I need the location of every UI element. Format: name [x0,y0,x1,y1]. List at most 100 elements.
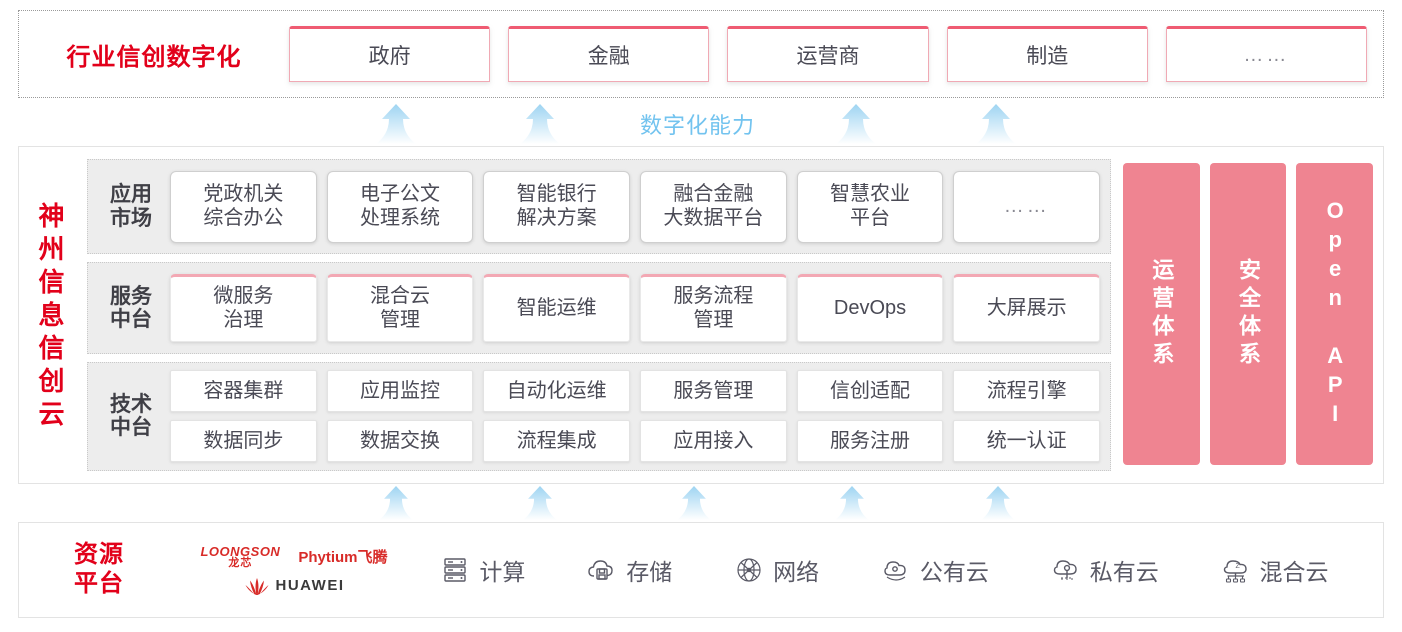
card-line1: 融合金融 [673,183,754,206]
resource-platform: 资源 平台 LOONGSON 龙芯 Phytium飞腾 [18,522,1384,618]
card-line1: 智慧农业 [830,183,911,206]
up-arrow-icon [374,486,418,520]
svg-text:Z: Z [1235,563,1240,570]
side-panel-group: 运营体系 安全体系 Open API [1119,159,1374,471]
resource-item-storage[interactable]: 存储 [586,553,672,587]
side-panel-label: Open API [1322,198,1348,430]
card-line2: 平台 [850,206,891,229]
card-smart-agriculture-platform[interactable]: 智慧农业 平台 [796,170,944,243]
row-service-midend: 服务 中台 微服务 治理 混合云 管理 [87,262,1111,354]
card-app-access[interactable]: 应用接入 [640,420,787,463]
resource-item-label: 网络 [773,559,820,585]
card-app-more[interactable]: …… [953,170,1101,243]
card-line2: 处理系统 [360,206,440,229]
card-smart-bank-solution[interactable]: 智能银行 解决方案 [483,170,631,243]
hybrid-cloud-icon: Z [1220,554,1252,586]
row-label-line1: 技术 [110,392,152,416]
row-tech-midend: 技术 中台 容器集群 应用监控 自动化运维 服务管理 信创适配 流程引擎 数据同… [87,361,1111,472]
resource-item-label: 公有云 [919,559,989,585]
card-line2: 解决方案 [516,206,597,229]
tech-midend-cards: 容器集群 应用监控 自动化运维 服务管理 信创适配 流程引擎 数据同步 数据交换… [170,370,1101,463]
resource-item-label: 混合云 [1259,559,1329,585]
card-app-monitoring[interactable]: 应用监控 [326,370,474,413]
card-data-sync[interactable]: 数据同步 [170,420,317,463]
industry-tab-more[interactable]: …… [1165,26,1368,82]
capability-arrow-band: 数字化能力 [0,100,1402,146]
vendor-row-2: HUAWEI [244,576,345,596]
card-data-exchange[interactable]: 数据交换 [326,420,474,463]
side-panel-operations-system[interactable]: 运营体系 [1123,163,1200,465]
tech-row-1: 容器集群 应用监控 自动化运维 服务管理 信创适配 流程引擎 [170,370,1101,413]
industry-tab-operator[interactable]: 运营商 [727,26,929,82]
card-hybrid-cloud-management[interactable]: 混合云 管理 [326,274,474,343]
card-large-screen-display[interactable]: 大屏展示 [953,274,1101,343]
platform-rows: 应用 市场 党政机关 综合办公 电子公文 处理系统 [87,159,1111,472]
vendor-logo-group: LOONGSON 龙芯 Phytium飞腾 HUAWEI [179,545,409,596]
platform-title-text: 神州信息信创云 [35,201,65,433]
resource-item-network[interactable]: 网络 [733,553,819,587]
card-process-engine[interactable]: 流程引擎 [953,370,1101,413]
card-party-government-office[interactable]: 党政机关 综合办公 [170,170,317,243]
resource-arrow-band [0,486,1402,522]
resource-item-private-cloud[interactable]: 私有云 [1050,553,1159,587]
app-market-cards: 党政机关 综合办公 电子公文 处理系统 智能银行 解决方案 [170,170,1101,243]
platform-container: 神州信息信创云 应用 市场 党政机关 综合办公 [18,146,1384,484]
service-midend-cards: 微服务 治理 混合云 管理 智能运维 服务流程 [170,274,1101,343]
card-container-cluster[interactable]: 容器集群 [170,370,317,413]
card-line1: 服务流程 [673,285,754,308]
card-service-management[interactable]: 服务管理 [640,370,787,413]
resource-item-label: 私有云 [1089,559,1159,585]
card-process-integration[interactable]: 流程集成 [483,420,631,463]
industry-band: 行业信创数字化 政府 金融 运营商 制造 …… [18,10,1384,98]
card-line1: 电子公文 [360,183,440,206]
resource-title-line1: 资源 [74,541,124,569]
industry-tab-finance[interactable]: 金融 [508,26,710,82]
card-line2: 综合办公 [203,206,284,229]
resource-item-public-cloud[interactable]: 公有云 [880,553,989,587]
card-edoc-system[interactable]: 电子公文 处理系统 [326,170,474,243]
cloud-storage-icon [586,554,618,586]
card-line2: 大数据平台 [663,206,764,229]
row-label-line1: 服务 [110,284,152,308]
resource-platform-title: 资源 平台 [19,541,179,599]
up-arrow-icon [518,104,562,144]
private-cloud-icon [1050,554,1082,586]
resource-item-compute[interactable]: 计算 [439,553,525,587]
resource-item-label: 存储 [626,559,673,585]
card-line1: 党政机关 [203,183,284,206]
industry-tab-government[interactable]: 政府 [289,26,491,82]
card-devops[interactable]: DevOps [796,274,944,343]
industry-tab-manufacturing[interactable]: 制造 [946,26,1148,82]
up-arrow-icon [976,486,1020,520]
card-microservice-governance[interactable]: 微服务 治理 [170,274,317,343]
card-automated-ops[interactable]: 自动化运维 [483,370,631,413]
public-cloud-icon [880,554,912,586]
platform-body: 应用 市场 党政机关 综合办公 电子公文 处理系统 [81,147,1383,483]
row-label-service-midend: 服务 中台 [98,285,164,332]
loongson-logo-cn: 龙芯 [228,556,253,569]
up-arrow-icon [834,104,878,144]
huawei-logo-text: HUAWEI [275,577,345,594]
card-service-process-management[interactable]: 服务流程 管理 [640,274,787,343]
card-unified-auth[interactable]: 统一认证 [953,420,1101,463]
vendor-row-1: LOONGSON 龙芯 Phytium飞腾 [200,545,387,569]
platform-title: 神州信息信创云 [19,147,81,483]
huawei-logo: HUAWEI [244,576,345,596]
card-line1: 智能银行 [516,183,597,206]
card-service-registry[interactable]: 服务注册 [796,420,944,463]
side-panel-security-system[interactable]: 安全体系 [1209,163,1287,465]
resource-item-hybrid-cloud[interactable]: Z 混合云 [1220,553,1329,587]
row-label-line1: 应用 [110,183,152,207]
row-app-market: 应用 市场 党政机关 综合办公 电子公文 处理系统 [87,159,1111,255]
side-panel-open-api[interactable]: Open API [1296,163,1374,465]
card-line2: 治理 [223,309,264,332]
row-label-line2: 中台 [110,416,152,440]
card-finance-bigdata-platform[interactable]: 融合金融 大数据平台 [640,170,787,243]
up-arrow-icon [830,486,874,520]
phytium-logo: Phytium飞腾 [298,549,388,566]
tech-row-2: 数据同步 数据交换 流程集成 应用接入 服务注册 统一认证 [170,420,1101,463]
resource-item-list: 计算 存储 [409,553,1383,587]
card-xinchuang-adaptation[interactable]: 信创适配 [796,370,944,413]
capability-label: 数字化能力 [640,113,756,138]
card-intelligent-operations[interactable]: 智能运维 [483,274,631,343]
